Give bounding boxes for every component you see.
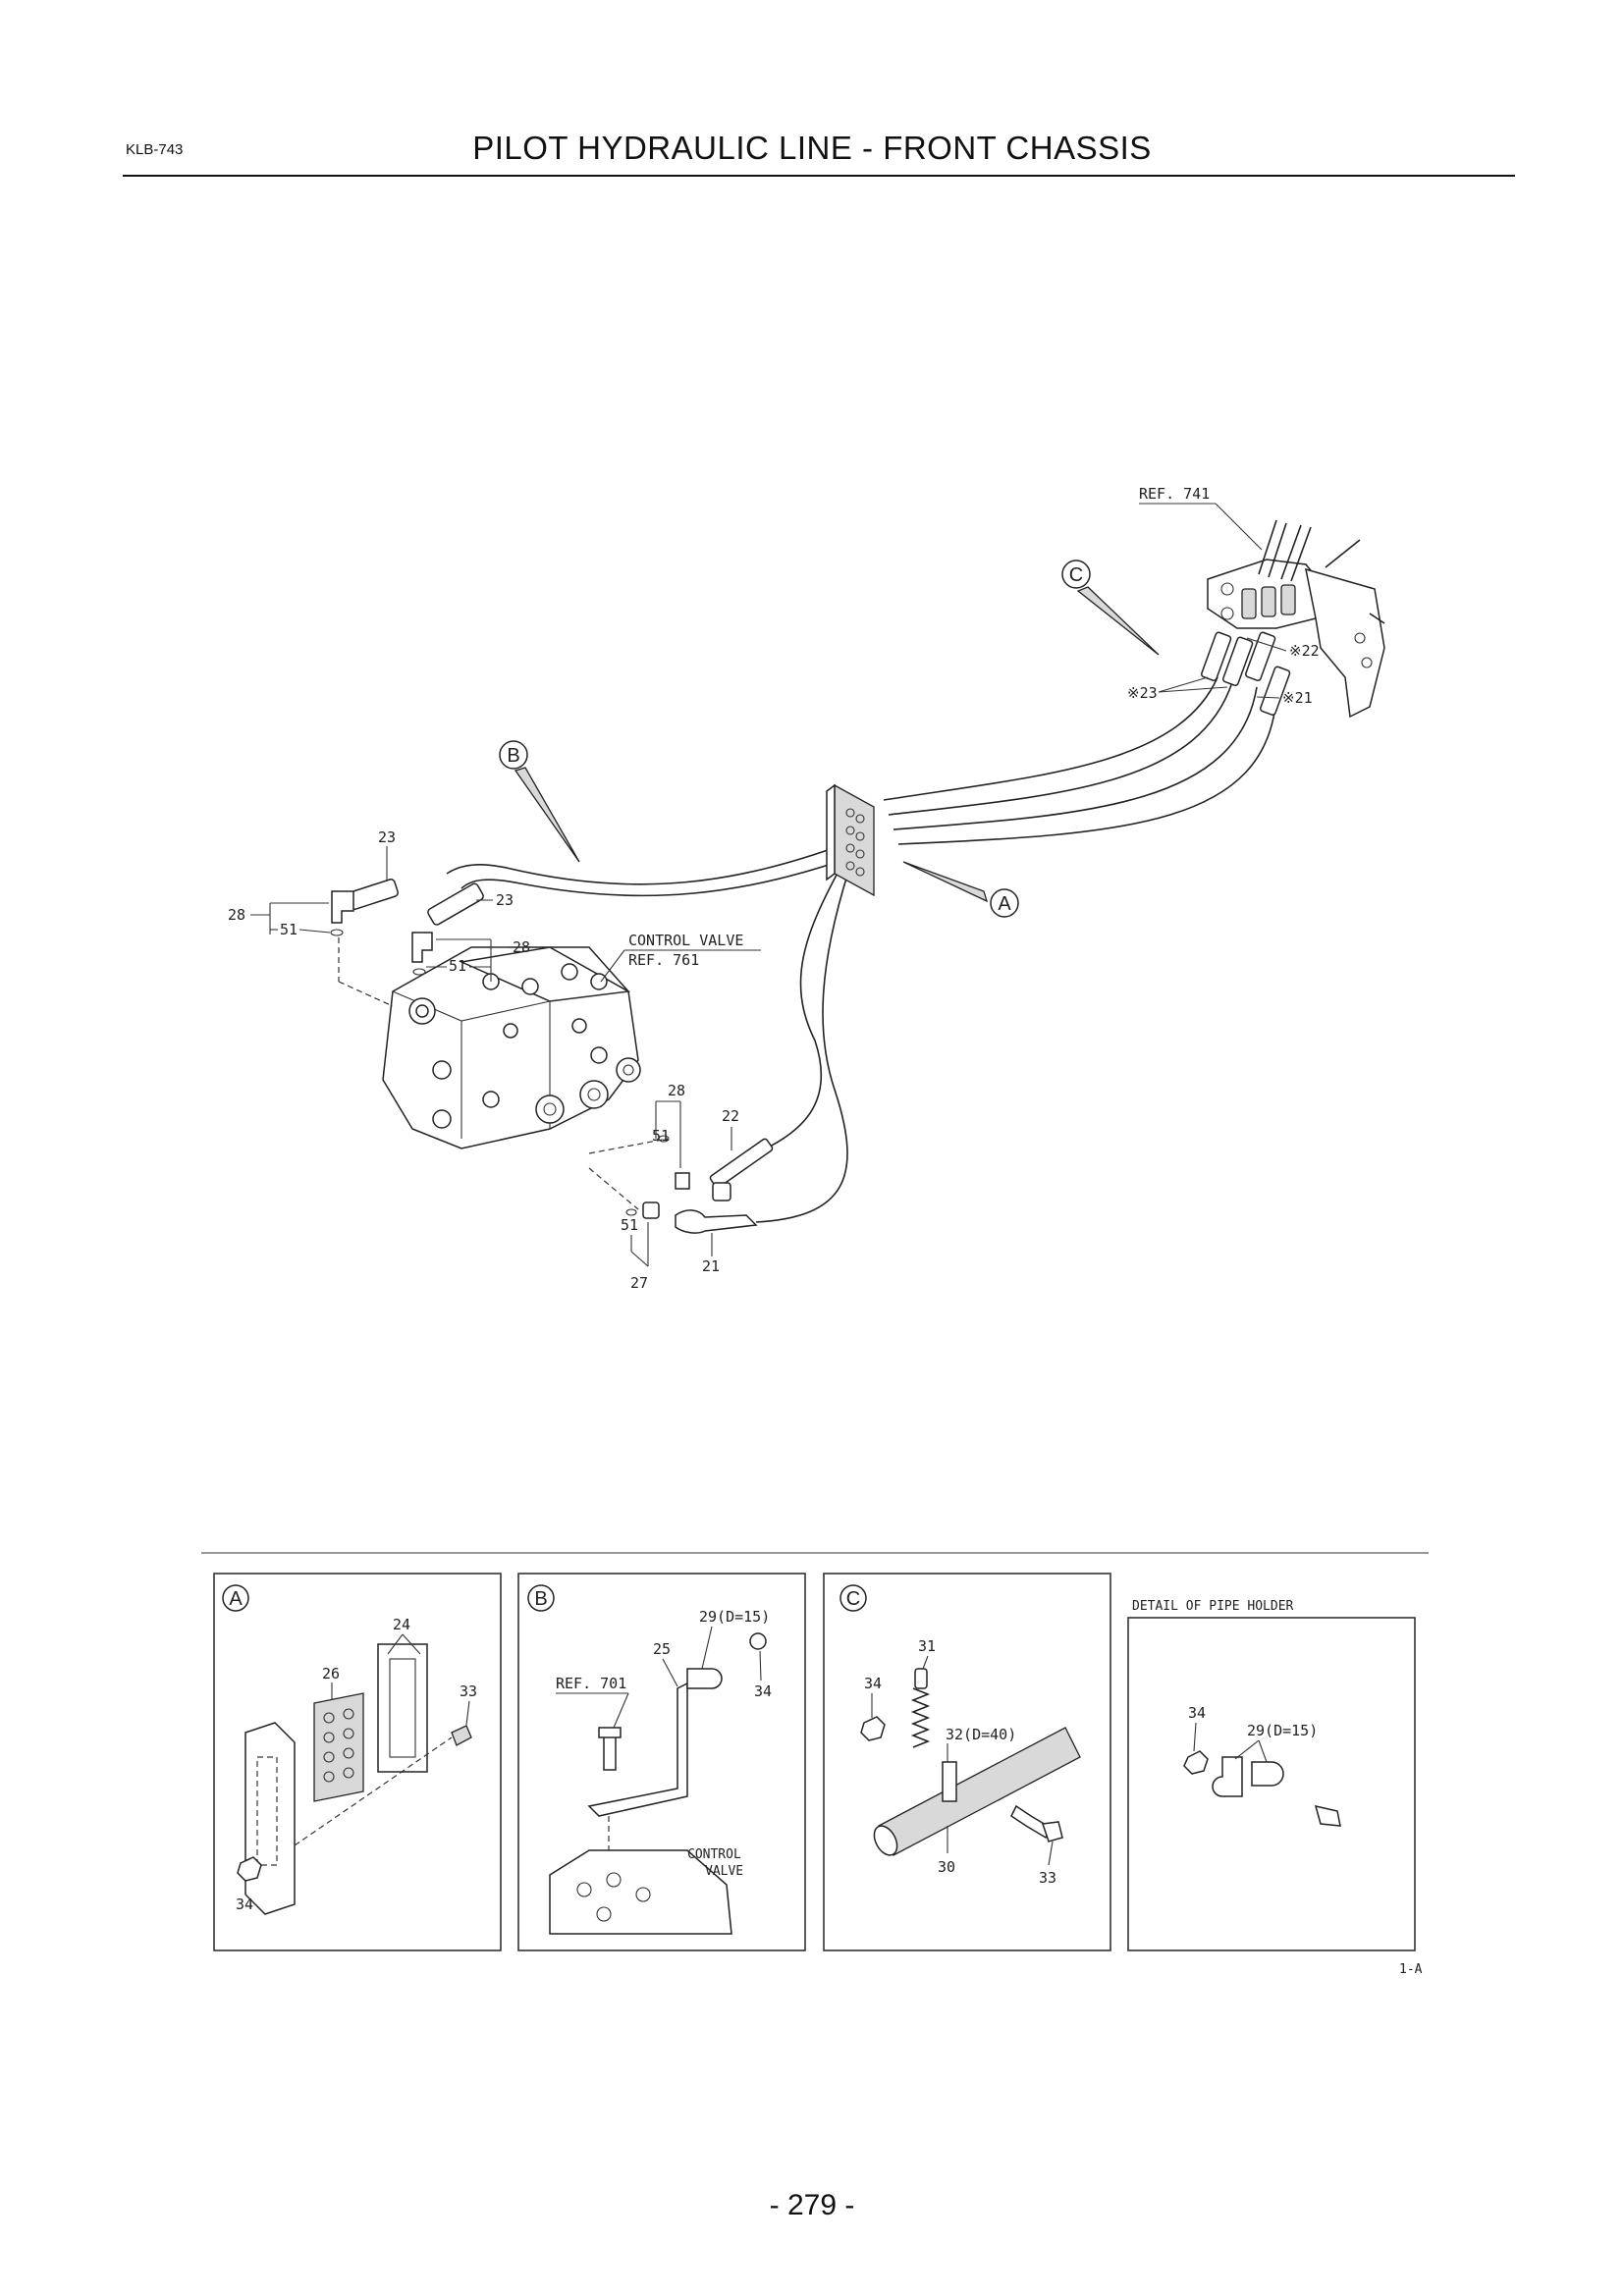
panel-c-letter: C: [846, 1588, 860, 1610]
label-28-middle: 28: [513, 938, 530, 956]
label-21-star: ※21: [1282, 689, 1313, 707]
label-ref-741: REF. 741: [1139, 485, 1210, 503]
panel-b-label-29: 29(D=15): [699, 1608, 770, 1626]
main-labels: REF. 741 ※22 ※23 ※21 CONTROL VALVE REF. …: [228, 485, 1320, 1292]
detail-panel-pipe-holder: DETAIL OF PIPE HOLDER 34 29(D=15): [1127, 1599, 1416, 1951]
callout-c-marker: C: [1061, 560, 1160, 656]
label-22-star: ※22: [1289, 642, 1320, 660]
callout-a-letter: A: [998, 893, 1011, 915]
panel-a-label-33: 33: [460, 1682, 477, 1700]
panel-c-label-33: 33: [1039, 1869, 1056, 1887]
label-23-middle: 23: [496, 891, 514, 909]
label-51-left: 51: [280, 921, 298, 938]
detail-panel-a: A 24 26 33 34: [213, 1573, 502, 1951]
holder-label-34: 34: [1188, 1704, 1206, 1722]
callout-c-letter: C: [1069, 564, 1083, 586]
holder-label-29: 29(D=15): [1247, 1722, 1318, 1739]
panel-b-label-ref-701: REF. 701: [556, 1675, 626, 1692]
label-28-right: 28: [668, 1082, 685, 1099]
panel-b-label-control: CONTROL: [687, 1847, 741, 1862]
page-title: PILOT HYDRAULIC LINE - FRONT CHASSIS: [472, 130, 1152, 166]
panel-c-label-30: 30: [938, 1858, 955, 1876]
label-51-middle: 51: [449, 957, 466, 975]
label-51-right: 51: [652, 1127, 670, 1145]
panel-b-label-25: 25: [653, 1640, 671, 1658]
header-rule: [123, 175, 1515, 177]
label-27: 27: [630, 1274, 648, 1292]
panel-a-label-26: 26: [322, 1665, 340, 1682]
detail-panel-c: C 31 34 32(D=40) 30 33: [823, 1573, 1111, 1951]
figure-code: 1-A: [1399, 1962, 1423, 1977]
page-number: - 279 -: [769, 2189, 855, 2221]
panel-a-label-24: 24: [393, 1616, 410, 1633]
control-valve-body: [382, 946, 641, 1149]
callout-a-marker: A: [902, 861, 1019, 918]
valve-top-fittings: [330, 879, 774, 1234]
pedal-bracket-assembly: [1201, 519, 1385, 719]
detail-panel-b: B 29(D=15) 25 REF. 701 34 CONTROL VALVE: [517, 1573, 806, 1951]
panel-c-label-34: 34: [864, 1675, 882, 1692]
panel-c-label-32: 32(D=40): [946, 1726, 1016, 1743]
label-22: 22: [722, 1107, 739, 1125]
label-ref-761: REF. 761: [628, 951, 699, 969]
label-23-left: 23: [378, 828, 396, 846]
panel-a-label-34: 34: [236, 1896, 253, 1913]
label-23-star: ※23: [1127, 684, 1158, 702]
document-code: KLB-743: [126, 141, 184, 158]
callout-b-letter: B: [507, 745, 519, 767]
panel-b-label-valve: VALVE: [705, 1864, 743, 1879]
pipe-holder-title: DETAIL OF PIPE HOLDER: [1132, 1599, 1294, 1614]
panel-c-label-31: 31: [918, 1637, 936, 1655]
pilot-hoses: [446, 676, 1277, 1223]
callout-b-marker: B: [499, 740, 580, 863]
panel-b-letter: B: [534, 1588, 547, 1610]
hose-clamp-block: [826, 783, 875, 897]
label-51-bottom: 51: [621, 1216, 638, 1234]
label-21: 21: [702, 1257, 720, 1275]
panel-a-letter: A: [229, 1588, 243, 1610]
label-control-valve: CONTROL VALVE: [628, 932, 743, 949]
label-28-left: 28: [228, 906, 245, 924]
panel-b-label-34: 34: [754, 1682, 772, 1700]
